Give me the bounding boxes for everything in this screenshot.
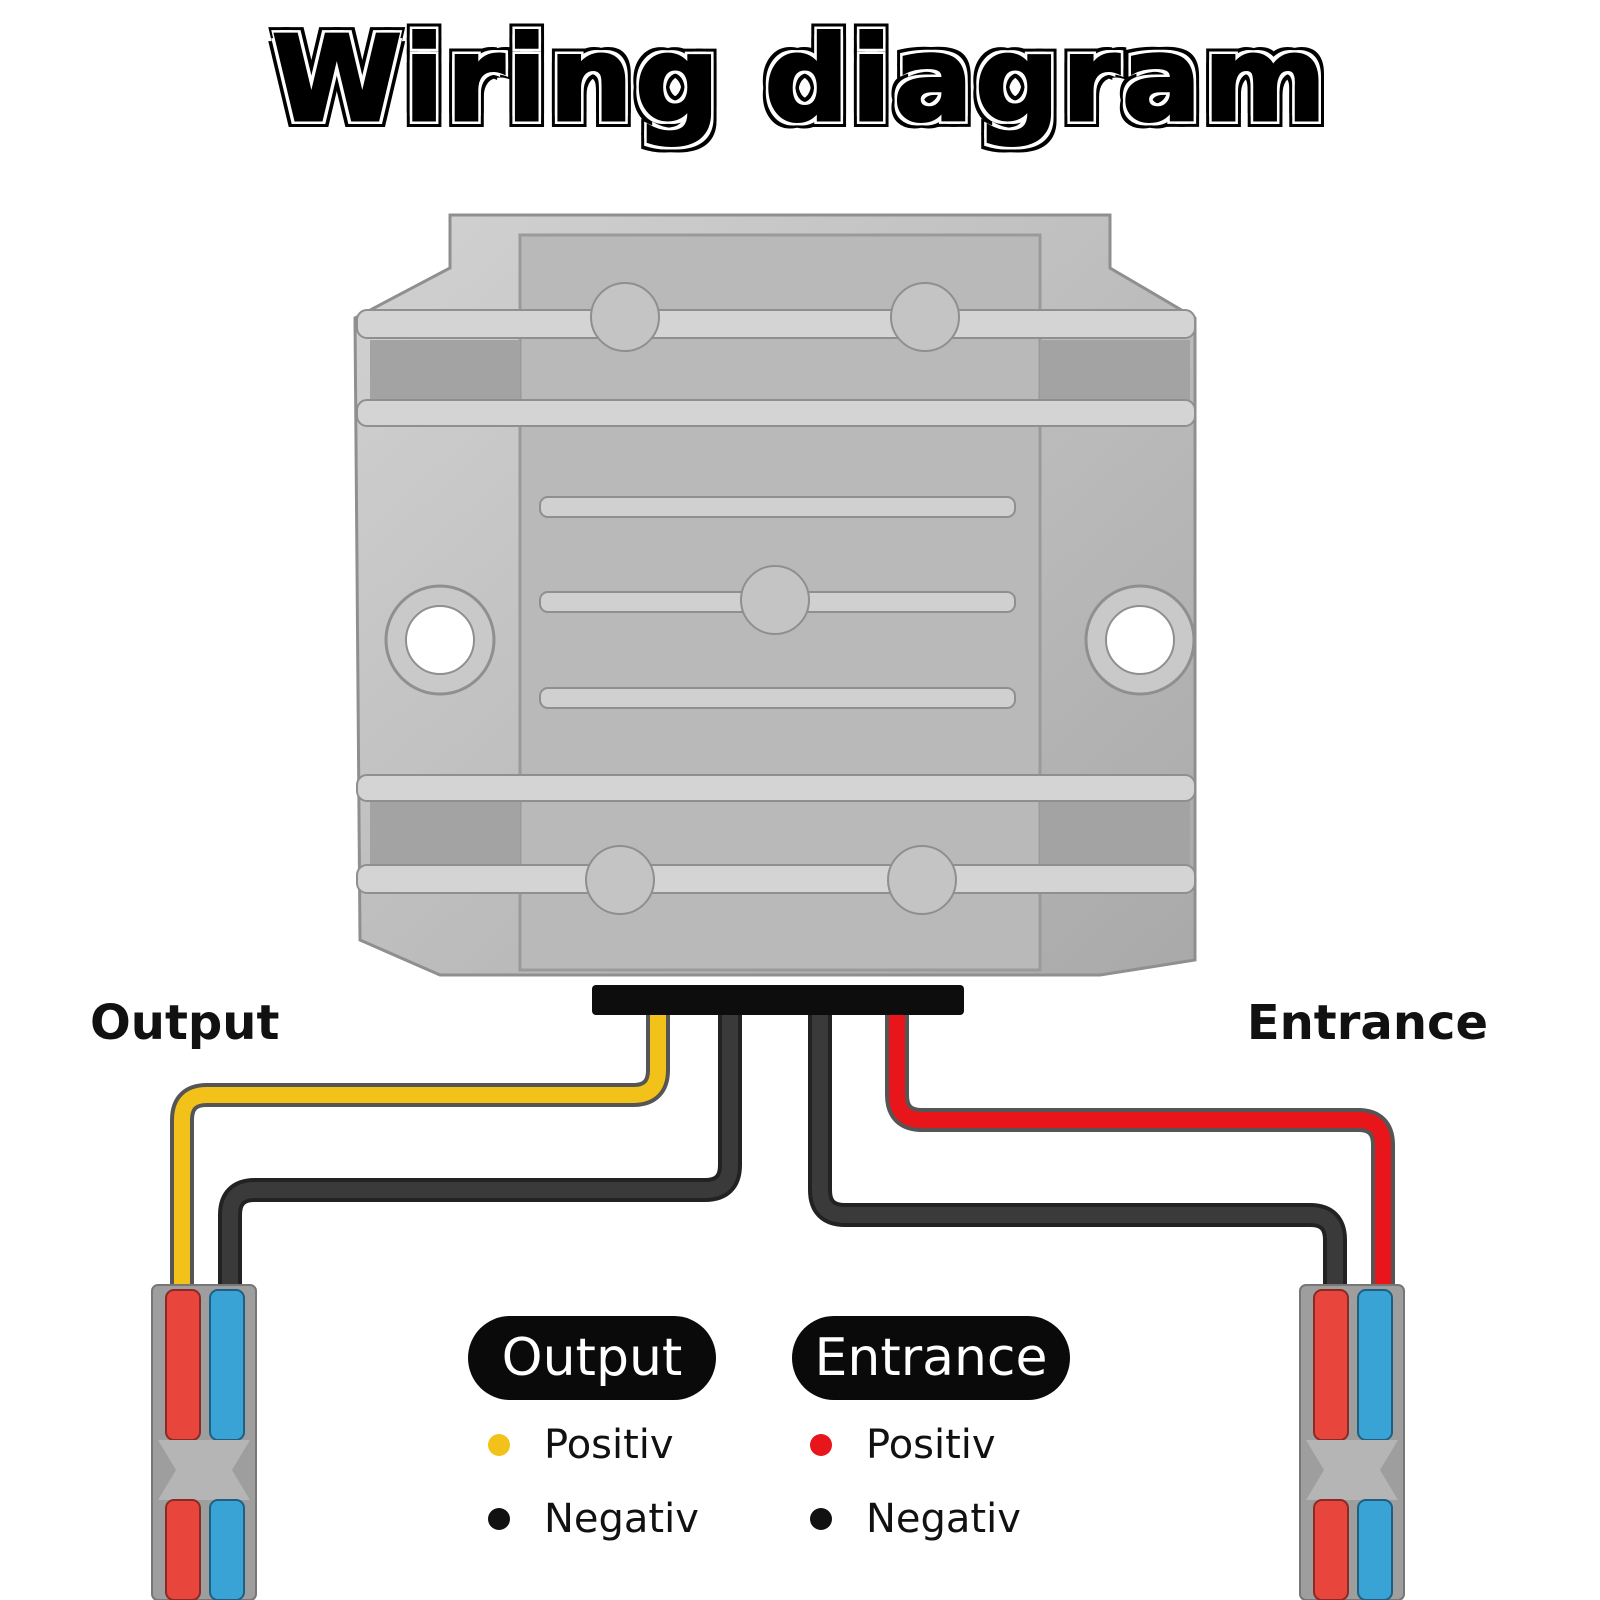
legend-output-heading: Output <box>468 1316 716 1400</box>
wires <box>170 1015 1395 1295</box>
entrance-connector <box>1299 1284 1405 1600</box>
entrance-negative-wire <box>812 1015 1343 1295</box>
legend-label: Positiv <box>544 1422 674 1468</box>
converter-housing <box>353 213 1197 1015</box>
black-dot-icon <box>488 1508 510 1530</box>
legend-entrance-heading: Entrance <box>792 1316 1070 1400</box>
output-connector <box>151 1284 257 1600</box>
black-dot-icon <box>810 1508 832 1530</box>
entrance-side-label: Entrance <box>1246 995 1488 1051</box>
output-positive-wire <box>174 1015 666 1295</box>
entrance-positive-wire <box>889 1015 1391 1295</box>
legend-label: Negativ <box>544 1496 699 1542</box>
output-negative-wire <box>222 1015 738 1295</box>
cable-gland <box>592 985 964 1015</box>
page-title: Wiring diagram <box>270 9 1329 150</box>
legend-label: Positiv <box>866 1422 996 1468</box>
red-dot-icon <box>810 1434 832 1456</box>
legend-label: Negativ <box>866 1496 1021 1542</box>
output-side-label: Output <box>90 995 280 1051</box>
yellow-dot-icon <box>488 1434 510 1456</box>
